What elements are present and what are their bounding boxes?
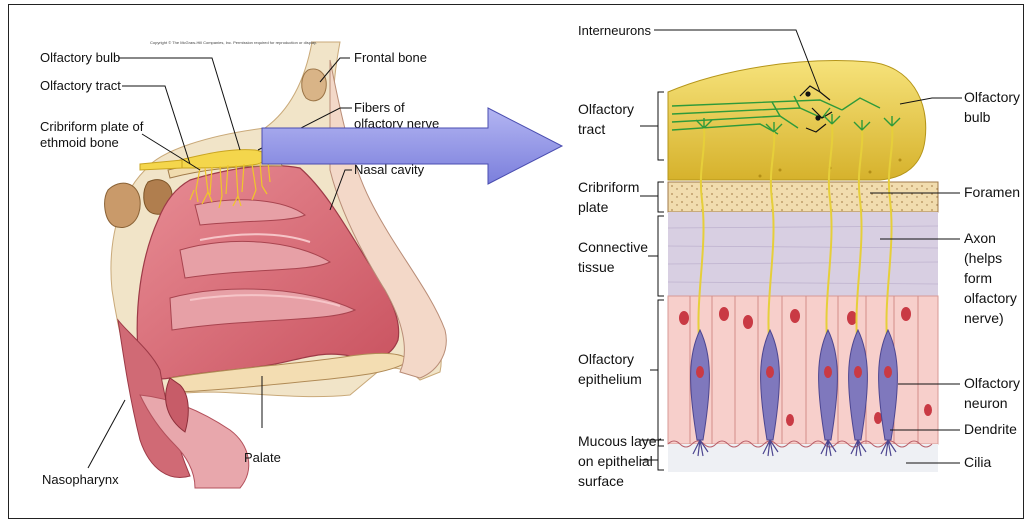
label-olfactory-tract-line1: Olfactory xyxy=(578,101,634,117)
label-nasopharynx: Nasopharynx xyxy=(42,472,119,487)
mucous-layer xyxy=(668,444,938,472)
label-mucous-line3: surface xyxy=(578,473,624,489)
sinus xyxy=(105,183,141,227)
label-fibers-line1: Fibers of xyxy=(354,100,405,115)
label-axon-line2: (helps xyxy=(964,250,1002,266)
label-axon-line5: nerve) xyxy=(964,310,1004,326)
label-cribriform-line1: Cribriform xyxy=(578,179,639,195)
label-olfactory-bulb: Olfactory bulb xyxy=(40,50,120,65)
label-olfactory-bulb-line2: bulb xyxy=(964,109,991,125)
copyright-notice: Copyright © The McGraw-Hill Companies, I… xyxy=(150,40,317,45)
label-frontal-bone: Frontal bone xyxy=(354,50,427,65)
label-mucous-line2: on epithelial xyxy=(578,453,653,469)
label-connective-line1: Connective xyxy=(578,239,648,255)
label-axon-line3: form xyxy=(964,270,992,286)
label-epithelium-line1: Olfactory xyxy=(578,351,634,367)
label-axon-line4: olfactory xyxy=(964,290,1017,306)
label-olfactory-neuron-line1: Olfactory xyxy=(964,375,1020,391)
label-cribriform-line2: plate xyxy=(578,199,609,215)
frontal-sinus xyxy=(302,69,327,101)
label-foramen: Foramen xyxy=(964,184,1020,200)
label-mucous-line1: Mucous layer xyxy=(578,433,662,449)
label-cilia: Cilia xyxy=(964,454,991,470)
label-axon-line1: Axon xyxy=(964,230,996,246)
label-palate: Palate xyxy=(244,450,281,465)
label-interneurons: Interneurons xyxy=(578,23,651,38)
label-olfactory-tract-line2: tract xyxy=(578,121,605,137)
label-dendrite: Dendrite xyxy=(964,421,1017,437)
olfactory-tract xyxy=(140,160,182,170)
label-olfactory-neuron-line2: neuron xyxy=(964,395,1008,411)
label-olfactory-tract: Olfactory tract xyxy=(40,78,121,93)
label-epithelium-line2: epithelium xyxy=(578,371,642,387)
label-olfactory-bulb-line1: Olfactory xyxy=(964,89,1020,105)
label-cribriform-plate-line1: Cribriform plate of xyxy=(40,119,144,134)
label-connective-line2: tissue xyxy=(578,259,615,275)
label-cribriform-plate-line2: ethmoid bone xyxy=(40,135,119,150)
cribriform-plate-detail xyxy=(668,182,938,212)
olfactory-epithelium-illustration xyxy=(668,61,938,472)
